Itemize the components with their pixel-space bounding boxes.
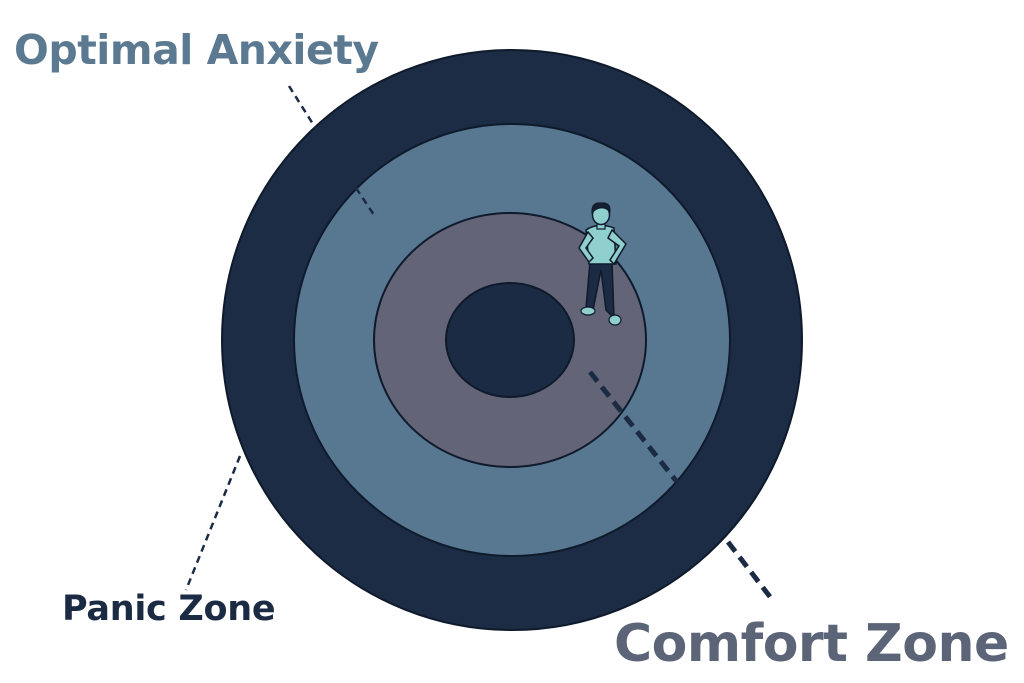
standing-person-icon: [578, 202, 627, 326]
center-core: [445, 282, 575, 398]
optimal-anxiety-leader-line-inner: [354, 187, 378, 219]
panic-zone-label: Panic Zone: [62, 589, 276, 629]
comfort-zone-leader-line-outer: [726, 540, 776, 604]
optimal-anxiety-leader-line: [287, 85, 320, 133]
panic-zone-leader-line: [184, 455, 242, 591]
comfort-zone-label: Comfort Zone: [614, 614, 1009, 674]
comfort-zone-leader-line: [588, 370, 679, 484]
optimal-anxiety-label: Optimal Anxiety: [14, 26, 379, 74]
